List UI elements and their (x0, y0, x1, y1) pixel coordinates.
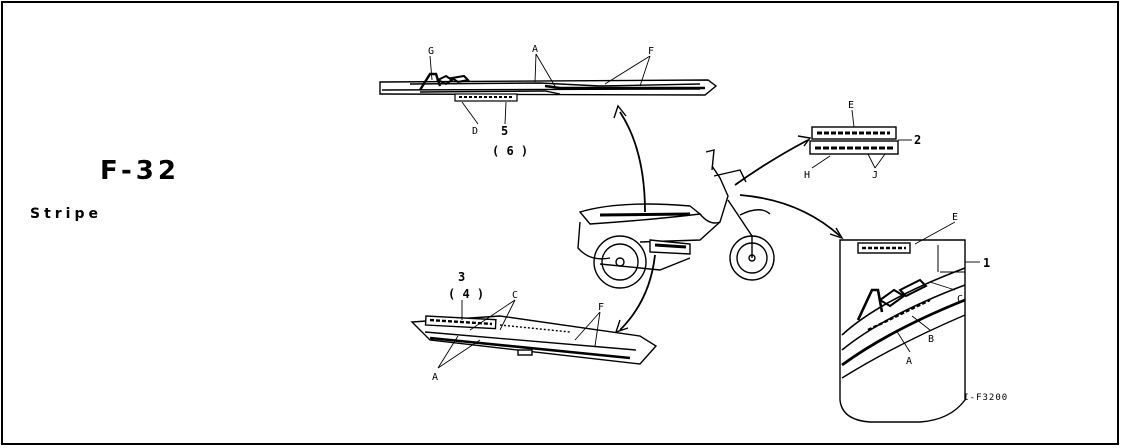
callout-c-bottom: C (512, 290, 518, 301)
callout-4: ( 4 ) (448, 287, 484, 301)
callout-e-panel: E (952, 212, 958, 223)
callout-a-bottom: A (432, 372, 438, 383)
callout-5: 5 (501, 124, 508, 138)
front-emblem (809, 126, 899, 155)
callout-2: 2 (914, 133, 921, 147)
callout-b: B (928, 334, 934, 345)
callout-a-panel: A (906, 356, 912, 367)
callout-g: G (428, 46, 434, 57)
reference-arrows (613, 104, 844, 334)
leg-shield-panel (839, 239, 966, 423)
callout-d: D (472, 126, 478, 137)
drawing-code: GN5I-F3200 (944, 393, 1009, 403)
callout-a-top: A (532, 44, 538, 55)
callout-h: H (804, 170, 810, 181)
page-title: F-32 (100, 156, 180, 186)
callout-f-bottom: F (598, 302, 604, 313)
section-subtitle: Stripe (30, 206, 102, 222)
leader-lines (429, 53, 980, 369)
callout-j: J (872, 170, 878, 181)
callout-e-top: E (848, 100, 854, 111)
callout-f-top: F (648, 46, 654, 57)
motorcycle-illustration (577, 149, 775, 289)
callout-c-panel: C (957, 294, 963, 305)
callout-3: 3 (458, 270, 465, 284)
callout-1: 1 (983, 256, 990, 270)
top-stripe-decal (379, 72, 718, 102)
callout-6: ( 6 ) (492, 144, 528, 158)
